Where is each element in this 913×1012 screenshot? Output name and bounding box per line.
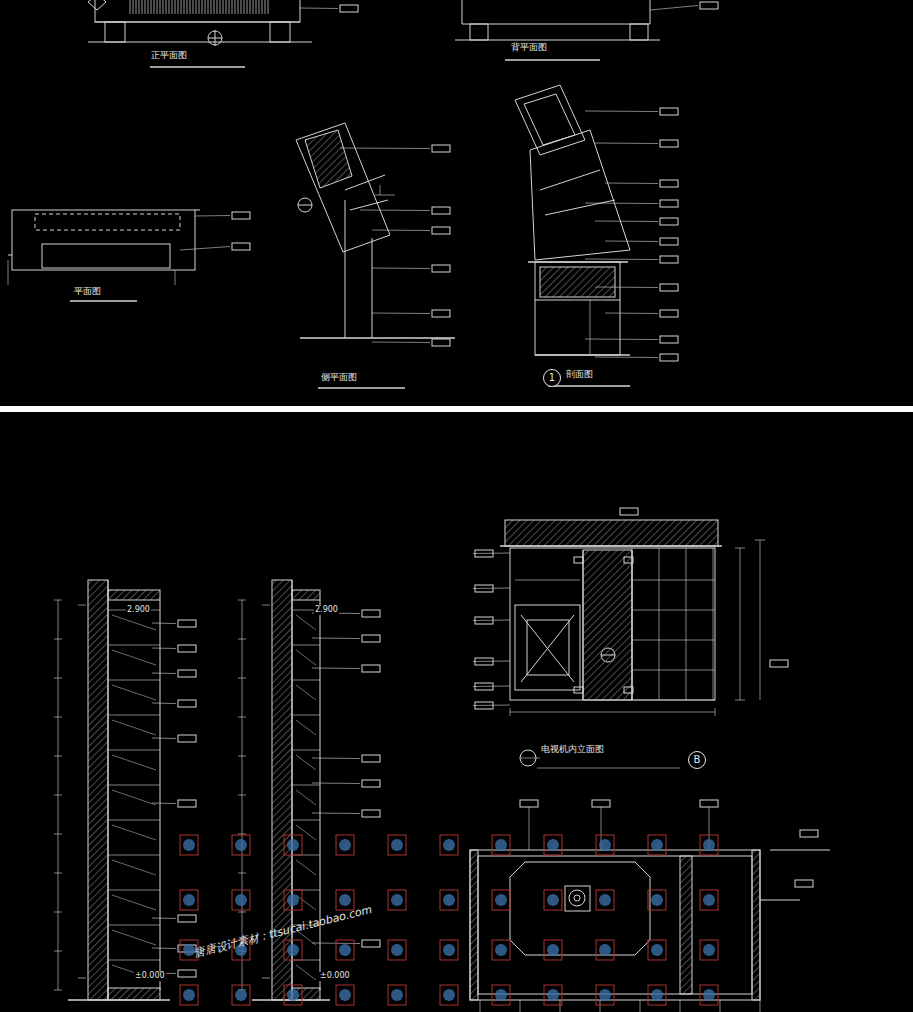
view-title: 剖面图 xyxy=(565,370,594,380)
view-title: 侧平面图 xyxy=(320,373,358,383)
elevation-mark: ±0.000 xyxy=(134,972,166,981)
view-title: 电视机内立面图 xyxy=(540,745,605,755)
view-title: 正平面图 xyxy=(150,51,188,61)
elevation-mark: 2.900 xyxy=(314,606,339,615)
marker-letter: 1 xyxy=(549,373,555,383)
section-marker: 1 xyxy=(543,369,561,387)
elevation-mark: ±0.000 xyxy=(319,972,351,981)
view-title: 平面图 xyxy=(73,287,102,297)
elevation-mark: 2.900 xyxy=(126,606,151,615)
marker-letter: B xyxy=(694,755,701,765)
section-marker: B xyxy=(688,751,706,769)
view-title: 背平面图 xyxy=(510,43,548,53)
